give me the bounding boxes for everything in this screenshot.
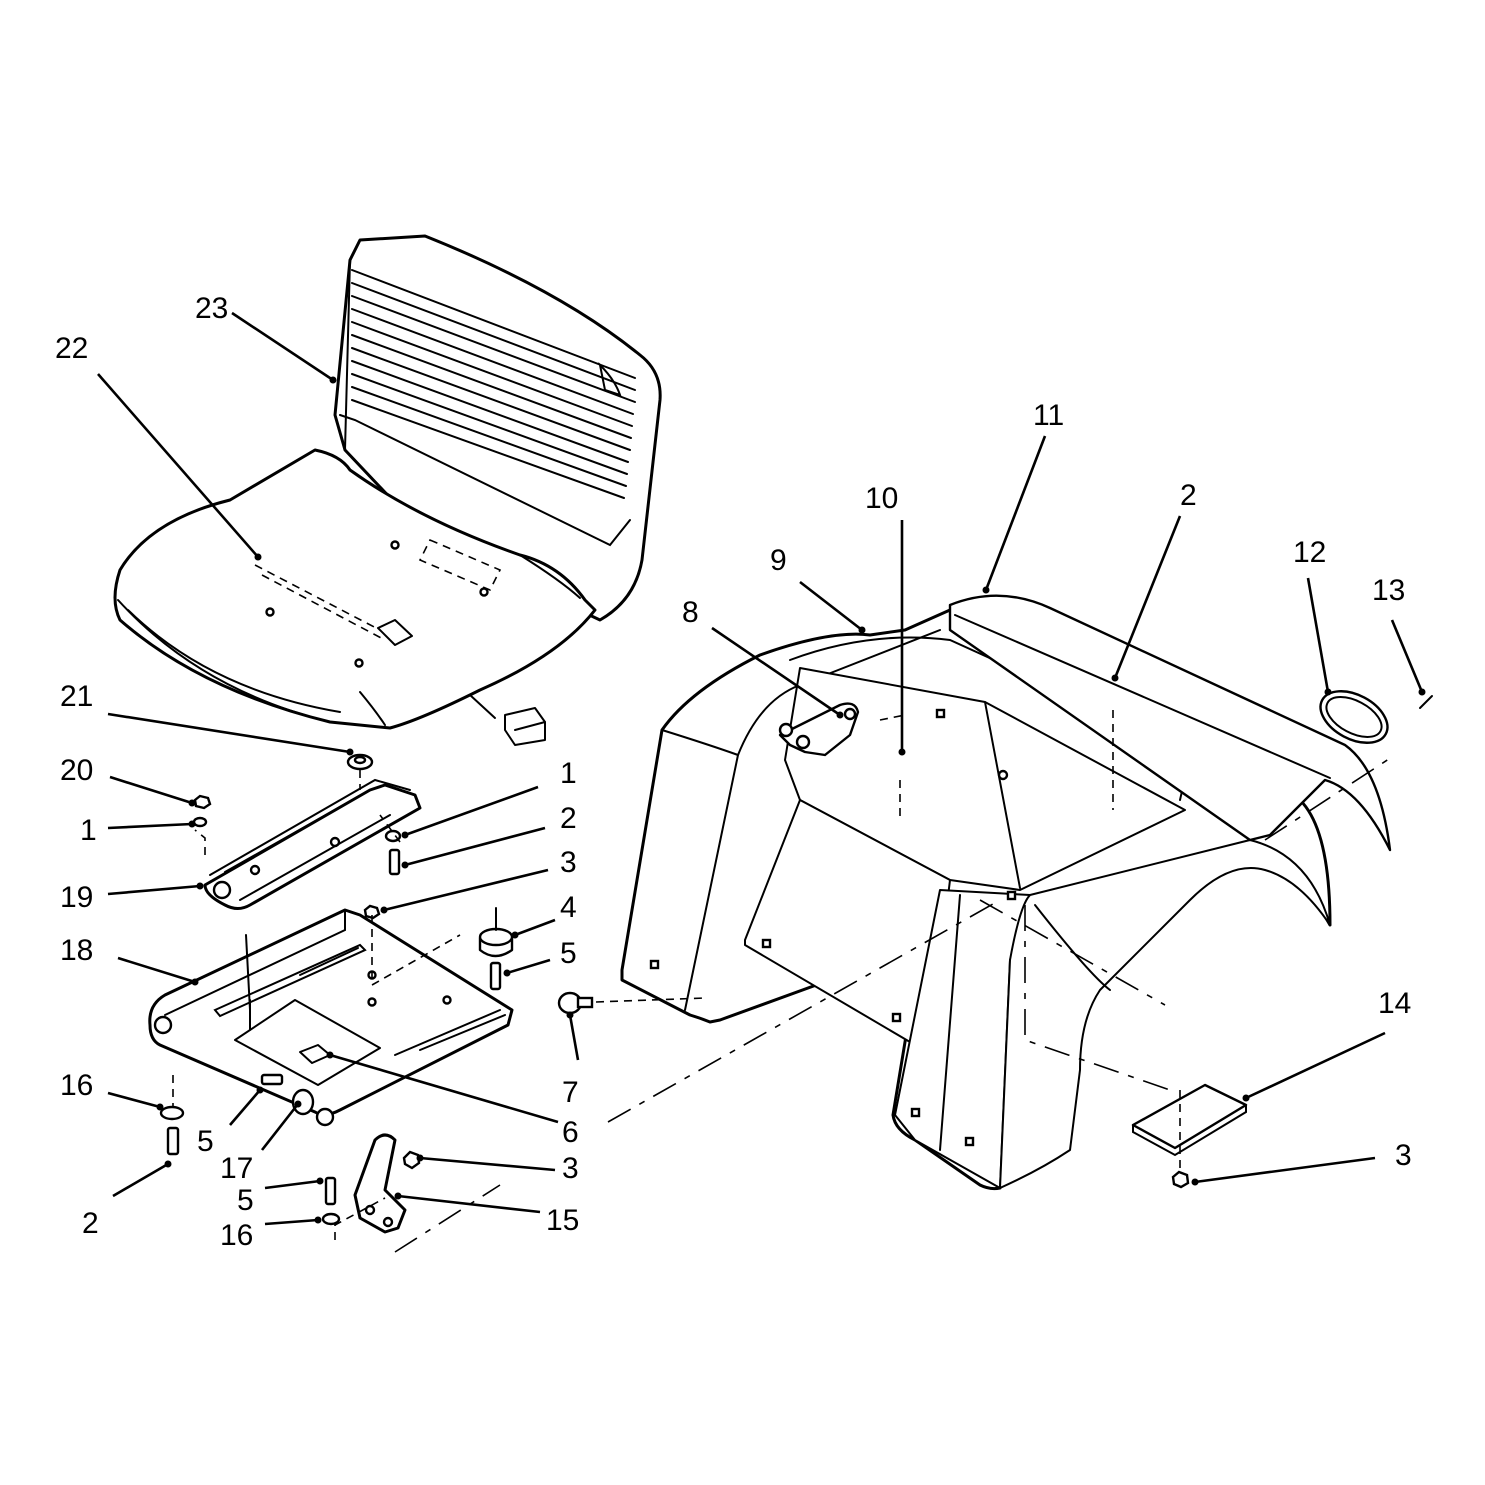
fender-trim bbox=[948, 594, 1392, 852]
callout-3: 3 bbox=[562, 1152, 579, 1185]
callout-6: 6 bbox=[562, 1116, 579, 1149]
assembly-lines bbox=[172, 710, 1396, 1253]
callout-14: 14 bbox=[1378, 987, 1411, 1020]
callout-10: 10 bbox=[865, 482, 898, 515]
callout-15: 15 bbox=[546, 1204, 579, 1237]
callout-18: 18 bbox=[60, 934, 93, 967]
callout-20: 20 bbox=[60, 754, 93, 787]
callout-8: 8 bbox=[682, 596, 699, 629]
callout-11: 11 bbox=[1033, 399, 1064, 432]
callout-16: 16 bbox=[60, 1069, 93, 1102]
callout-5: 5 bbox=[197, 1125, 214, 1158]
callout-12: 12 bbox=[1293, 536, 1326, 569]
callout-17: 17 bbox=[220, 1152, 253, 1185]
callout-13: 13 bbox=[1372, 574, 1405, 607]
leader-lines bbox=[97, 311, 1426, 1226]
callout-labels: 23 22 21 20 1 19 18 16 2 5 17 5 16 1 2 3… bbox=[55, 292, 1412, 1252]
callout-22: 22 bbox=[55, 332, 88, 365]
callout-2: 2 bbox=[82, 1207, 99, 1240]
callout-19: 19 bbox=[60, 881, 93, 914]
callout-3: 3 bbox=[1395, 1139, 1412, 1172]
callout-4: 4 bbox=[560, 891, 577, 924]
callout-9: 9 bbox=[770, 544, 787, 577]
callout-1: 1 bbox=[80, 814, 97, 847]
callout-2: 2 bbox=[560, 802, 577, 835]
callout-21: 21 bbox=[60, 680, 93, 713]
callout-5: 5 bbox=[560, 937, 577, 970]
reflector bbox=[1319, 690, 1389, 744]
seat-bracket bbox=[203, 778, 422, 910]
callout-16: 16 bbox=[220, 1219, 253, 1252]
callout-7: 7 bbox=[562, 1076, 579, 1109]
callout-2: 2 bbox=[1180, 479, 1197, 512]
pad bbox=[1131, 1083, 1248, 1157]
slide-plate bbox=[148, 908, 514, 1127]
callout-5: 5 bbox=[237, 1184, 254, 1217]
seat bbox=[113, 234, 662, 746]
pivot-bracket bbox=[353, 1133, 407, 1234]
callout-23: 23 bbox=[195, 292, 228, 325]
callout-1: 1 bbox=[560, 757, 577, 790]
pin bbox=[1419, 695, 1433, 709]
callout-3: 3 bbox=[560, 846, 577, 879]
